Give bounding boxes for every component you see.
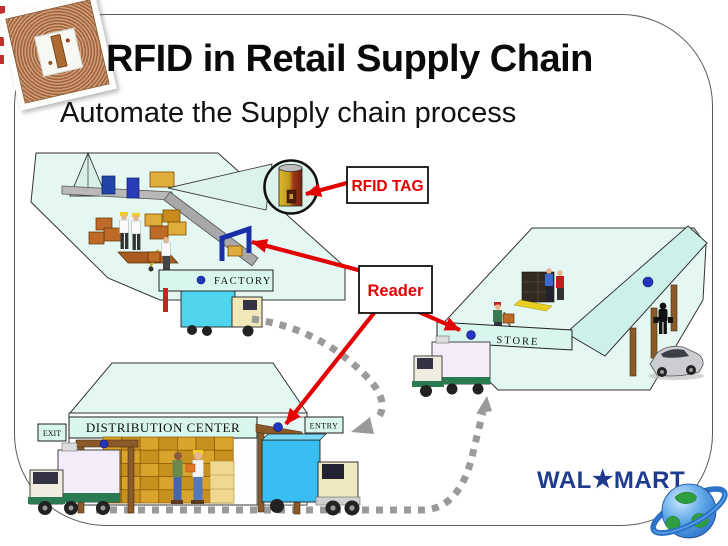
arrow-tag-to-can (305, 180, 348, 197)
shipping-routes (96, 315, 492, 514)
dc-roof (68, 362, 308, 414)
dc-box (139, 436, 160, 451)
rfid-tag-callout-label: RFID TAG (351, 178, 423, 195)
dc-label: DISTRIBUTION CENTER (86, 420, 240, 435)
distribution-center-building: DISTRIBUTION CENTER EXIT ENTRY (28, 362, 361, 516)
globe-icon (650, 483, 728, 539)
exit-label: EXIT (43, 429, 61, 438)
dc-box (139, 463, 160, 477)
reader-callout: Reader (358, 265, 433, 314)
slide-border (14, 14, 713, 526)
dc-exit-truck (28, 442, 121, 515)
reader-arrows (251, 180, 461, 426)
dc-box (214, 436, 234, 451)
route-factory-to-dc (251, 315, 386, 421)
factory-label: FACTORY (214, 276, 272, 287)
edge-artifact (0, 55, 4, 64)
reader-dot-dc-exit (99, 439, 109, 449)
store-truck (412, 335, 491, 397)
store-entrance-canopy (565, 225, 708, 357)
dc-box (139, 489, 160, 504)
dc-box (139, 449, 160, 464)
walmart-star-icon: ★ (592, 466, 614, 493)
reader-callout-label: Reader (368, 282, 425, 300)
dc-entry-truck (261, 433, 361, 516)
route-arrowhead-store (476, 396, 492, 414)
route-arrowhead-dc (351, 417, 374, 434)
walmart-wal: WAL (537, 467, 592, 494)
route-dc-to-store (96, 411, 487, 514)
hopper-box (149, 171, 175, 188)
factory-reader-gate (219, 225, 252, 261)
store-people (545, 268, 564, 300)
reader-dot-dc-entry (273, 422, 283, 432)
entry-sign (304, 416, 344, 434)
dc-box (195, 436, 215, 451)
factory-truck (180, 290, 263, 337)
arrow-reader-to-dc-entry (284, 311, 376, 426)
rfid-tag-callout: RFID TAG (346, 166, 429, 204)
shopper-silhouette (653, 302, 673, 334)
page-subtitle: Automate the Supply chain process (60, 97, 517, 129)
store-label: STORE (496, 335, 540, 348)
factory-workers (119, 212, 171, 272)
arrow-reader-to-factory-gate (251, 239, 363, 274)
dc-box (139, 476, 160, 491)
store-building: STORE (412, 225, 708, 397)
reader-dot-store-door (466, 330, 476, 340)
reader-dot-store-canopy (642, 276, 654, 288)
conveyor-machine (101, 175, 116, 195)
conveyor-machine (126, 177, 140, 199)
page-title: RFID in Retail Supply Chain (106, 38, 593, 80)
dc-box (177, 436, 197, 451)
rfid-tagged-can (278, 163, 303, 207)
reader-dot-factory (196, 275, 206, 285)
dc-box (158, 436, 178, 451)
entry-label: ENTRY (310, 422, 339, 431)
exit-sign (37, 423, 67, 442)
tag-magnifier (167, 159, 319, 215)
walmart-logo: WAL★MART (537, 466, 685, 494)
factory-post (163, 288, 168, 312)
edge-artifact (0, 37, 4, 46)
dc-workers (171, 450, 204, 504)
parked-car (648, 345, 704, 380)
